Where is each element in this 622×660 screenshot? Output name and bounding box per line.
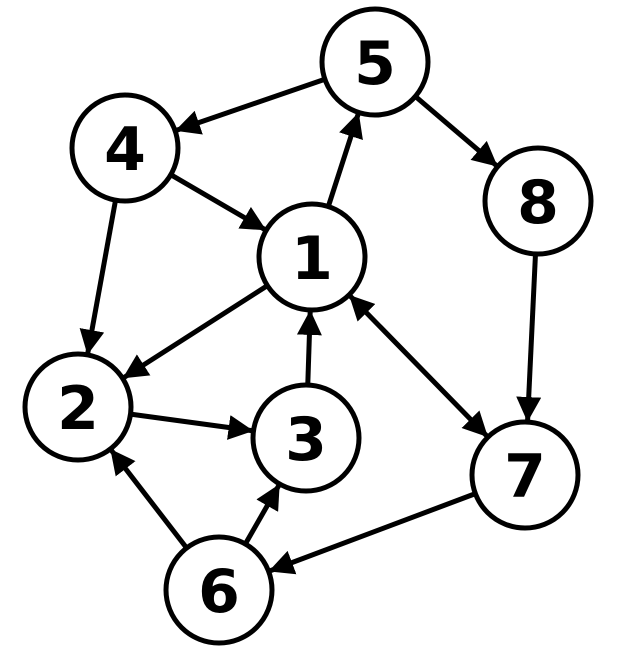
node-circle xyxy=(256,201,368,313)
node-5: 5 xyxy=(319,6,431,118)
node-2: 2 xyxy=(22,351,134,463)
node-label: 4 xyxy=(104,115,146,185)
node-label: 3 xyxy=(285,405,327,475)
node-circle xyxy=(250,382,362,494)
nodes: 1 2 3 4 5 6 7 8 xyxy=(22,6,594,646)
edge-3-1-arrow xyxy=(296,309,322,386)
node-label: 2 xyxy=(57,374,99,444)
edge-2-3-arrow xyxy=(130,411,254,440)
node-label: 6 xyxy=(198,557,240,627)
node-6: 6 xyxy=(163,534,275,646)
edge-4-1-arrow xyxy=(169,172,268,233)
edge-6-3-arrow xyxy=(243,482,282,546)
node-4: 4 xyxy=(69,92,181,204)
node-1: 1 xyxy=(256,201,368,313)
node-label: 5 xyxy=(354,29,396,99)
node-8: 8 xyxy=(482,145,594,257)
node-circle xyxy=(163,534,275,646)
node-circle xyxy=(482,145,594,257)
edge-6-2-arrow xyxy=(108,447,189,550)
node-circle xyxy=(22,351,134,463)
node-7: 7 xyxy=(469,419,581,531)
edges xyxy=(79,76,542,575)
node-circle xyxy=(319,6,431,118)
edge-1-5-arrow xyxy=(325,111,363,208)
edge-1-2-arrow xyxy=(121,283,269,381)
node-label: 8 xyxy=(517,168,559,238)
node-circle xyxy=(69,92,181,204)
edge-4-2-arrow xyxy=(79,199,118,356)
edge-8-7-arrow xyxy=(516,253,542,423)
node-label: 7 xyxy=(504,442,546,512)
node-circle xyxy=(469,419,581,531)
node-label: 1 xyxy=(291,224,333,294)
edge-1-7-arrow xyxy=(347,293,490,439)
edge-5-8-arrow xyxy=(413,94,500,169)
edge-5-4-arrow xyxy=(174,76,326,135)
edge-7-6-arrow xyxy=(267,491,477,575)
node-3: 3 xyxy=(250,382,362,494)
